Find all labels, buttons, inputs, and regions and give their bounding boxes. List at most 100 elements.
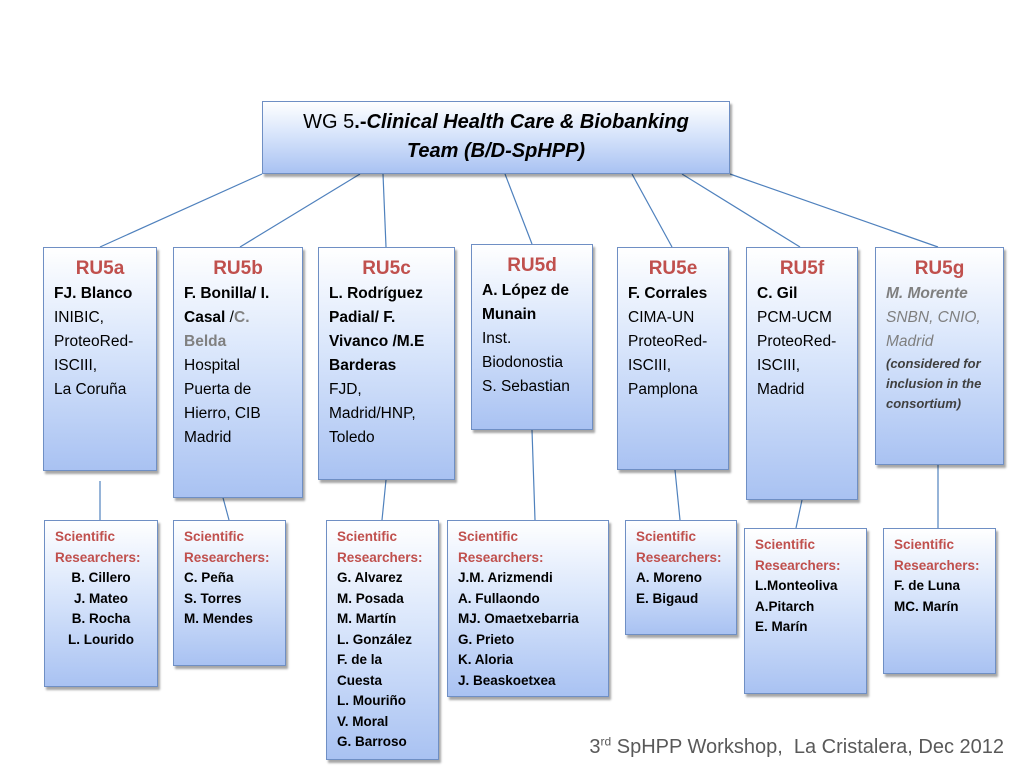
researchers-heading: Researchers: — [636, 549, 722, 565]
researchers-ru5c: Scientific Researchers: G. Alvarez M. Po… — [326, 520, 439, 760]
unit-code: RU5a — [75, 258, 125, 279]
researchers-ru5e: Scientific Researchers: A. Moreno E. Big… — [625, 520, 737, 635]
unit-detail: Madrid/HNP, — [329, 405, 416, 422]
unit-detail: Inst. — [482, 330, 512, 347]
researchers-ru5a: Scientific Researchers: B. Cillero J. Ma… — [44, 520, 158, 687]
researchers-ru5b: Scientific Researchers: C. Peña S. Torre… — [173, 520, 286, 666]
researchers-heading: Scientific — [636, 529, 697, 544]
researchers-ru5d: Scientific Researchers: J.M. Arizmendi A… — [447, 520, 609, 697]
researchers-heading: Scientific — [755, 537, 816, 552]
researcher-name: M. Mendes — [184, 611, 254, 626]
researcher-name: K. Aloria — [458, 652, 514, 667]
researchers-heading: Researchers: — [55, 549, 141, 565]
researcher-name: J. Beaskoetxea — [458, 672, 556, 688]
footer-ordinal: rd — [600, 734, 612, 749]
researcher-name: F. de la — [337, 652, 383, 667]
unit-lead: Vivanco /M.E — [329, 333, 425, 350]
researchers-heading: Researchers: — [184, 549, 270, 565]
unit-detail: Madrid — [886, 333, 934, 350]
unit-detail: ISCIII, — [757, 357, 801, 374]
unit-code: RU5d — [507, 255, 557, 276]
researchers-heading: Scientific — [458, 529, 519, 544]
unit-gray-name: Belda — [184, 333, 227, 350]
researcher-name: C. Peña — [184, 570, 234, 585]
title-strong-line1: Clinical Health Care & Biobanking — [366, 111, 689, 133]
unit-detail: ProteoRed- — [757, 333, 837, 350]
unit-code: RU5c — [362, 258, 411, 279]
unit-detail: Hierro, CIB — [184, 405, 261, 422]
unit-lead: A. López de — [482, 282, 569, 299]
unit-detail: CIMA-UN — [628, 309, 695, 326]
unit-note: (considered for — [886, 356, 981, 371]
researchers-heading: Researchers: — [894, 557, 980, 573]
researcher-name: L.Monteoliva — [755, 578, 838, 593]
unit-ru5e: RU5e F. Corrales CIMA-UN ProteoRed- ISCI… — [617, 247, 729, 470]
unit-code: RU5f — [779, 258, 825, 279]
researcher-name: M. Martín — [337, 611, 397, 626]
unit-detail: INIBIC, — [54, 309, 104, 326]
researcher-name: A.Pitarch — [755, 598, 815, 614]
unit-detail: S. Sebastian — [482, 378, 570, 395]
unit-detail: SNBN, CNIO, — [886, 309, 981, 326]
researcher-name: A. Moreno — [636, 570, 702, 585]
unit-detail: Toledo — [329, 429, 375, 446]
researcher-name: L. Mouriño — [337, 693, 406, 708]
unit-code: RU5g — [914, 258, 965, 279]
unit-lead: F. Bonilla/ I. — [184, 285, 270, 302]
title-prefix: WG 5 — [303, 111, 355, 133]
unit-detail: Madrid — [184, 429, 232, 446]
title-dot: .- — [354, 111, 367, 133]
researchers-heading: Researchers: — [458, 549, 544, 565]
researcher-name: V. Moral — [337, 713, 389, 729]
unit-note: consortium) — [886, 396, 962, 411]
researcher-name: B. Cillero — [71, 570, 131, 585]
researcher-name: MJ. Omaetxebarria — [458, 611, 579, 626]
unit-gray-name: C. — [234, 309, 250, 326]
team-title-box: WG 5.-Clinical Health Care & Biobanking … — [262, 101, 730, 174]
unit-lead: M. Morente — [886, 285, 968, 302]
unit-slash: / — [225, 309, 234, 326]
unit-detail: Pamplona — [628, 381, 698, 398]
unit-ru5a: RU5a FJ. Blanco INIBIC, ProteoRed- ISCII… — [43, 247, 157, 471]
researcher-name: S. Torres — [184, 590, 242, 606]
researcher-name: L. González — [337, 631, 413, 647]
unit-lead: C. Gil — [757, 285, 798, 302]
unit-lead: F. Corrales — [628, 285, 708, 302]
footer-number: 3 — [589, 736, 601, 758]
unit-lead: Padial/ F. — [329, 309, 396, 326]
researchers-ru5g: Scientific Researchers: F. de Luna MC. M… — [883, 528, 996, 674]
researcher-name: E. Marín — [755, 619, 808, 634]
researchers-heading: Scientific — [894, 537, 955, 552]
footer-caption: 3rd SpHPP Workshop, La Cristalera, Dec 2… — [589, 734, 1004, 759]
unit-detail: ISCIII, — [54, 357, 98, 374]
unit-lead: Munain — [482, 306, 537, 323]
researcher-name: Cuesta — [337, 672, 383, 688]
unit-detail: Madrid — [757, 381, 805, 398]
unit-detail: Biodonostia — [482, 354, 564, 371]
researcher-name: F. de Luna — [894, 578, 961, 593]
unit-detail: ISCIII, — [628, 357, 672, 374]
unit-code: RU5b — [213, 258, 263, 279]
unit-lead: Barderas — [329, 357, 397, 374]
unit-ru5b: RU5b F. Bonilla/ I. Casal /C. Belda Hosp… — [173, 247, 303, 498]
researcher-name: J.M. Arizmendi — [458, 570, 553, 585]
researchers-ru5f: Scientific Researchers: L.Monteoliva A.P… — [744, 528, 867, 694]
unit-detail: La Coruña — [54, 381, 127, 398]
title-strong-line2: Team (B/D-SpHPP) — [406, 140, 586, 162]
researcher-name: M. Posada — [337, 590, 404, 606]
researchers-heading: Researchers: — [755, 557, 841, 573]
unit-detail: PCM-UCM — [757, 309, 832, 326]
researcher-name: G. Alvarez — [337, 570, 403, 585]
unit-detail: ProteoRed- — [628, 333, 708, 350]
unit-lead: Casal — [184, 309, 226, 326]
unit-detail: FJD, — [329, 381, 362, 398]
researcher-name: A. Fullaondo — [458, 590, 540, 606]
unit-note: inclusion in the — [886, 376, 982, 391]
researcher-name: E. Bigaud — [636, 590, 699, 606]
unit-ru5c: RU5c L. Rodríguez Padial/ F. Vivanco /M.… — [318, 247, 455, 480]
unit-code: RU5e — [648, 258, 698, 279]
unit-lead: L. Rodríguez — [329, 285, 423, 302]
footer-text: SpHPP Workshop, La Cristalera, Dec 2012 — [611, 736, 1004, 758]
researchers-heading: Researchers: — [337, 549, 423, 565]
